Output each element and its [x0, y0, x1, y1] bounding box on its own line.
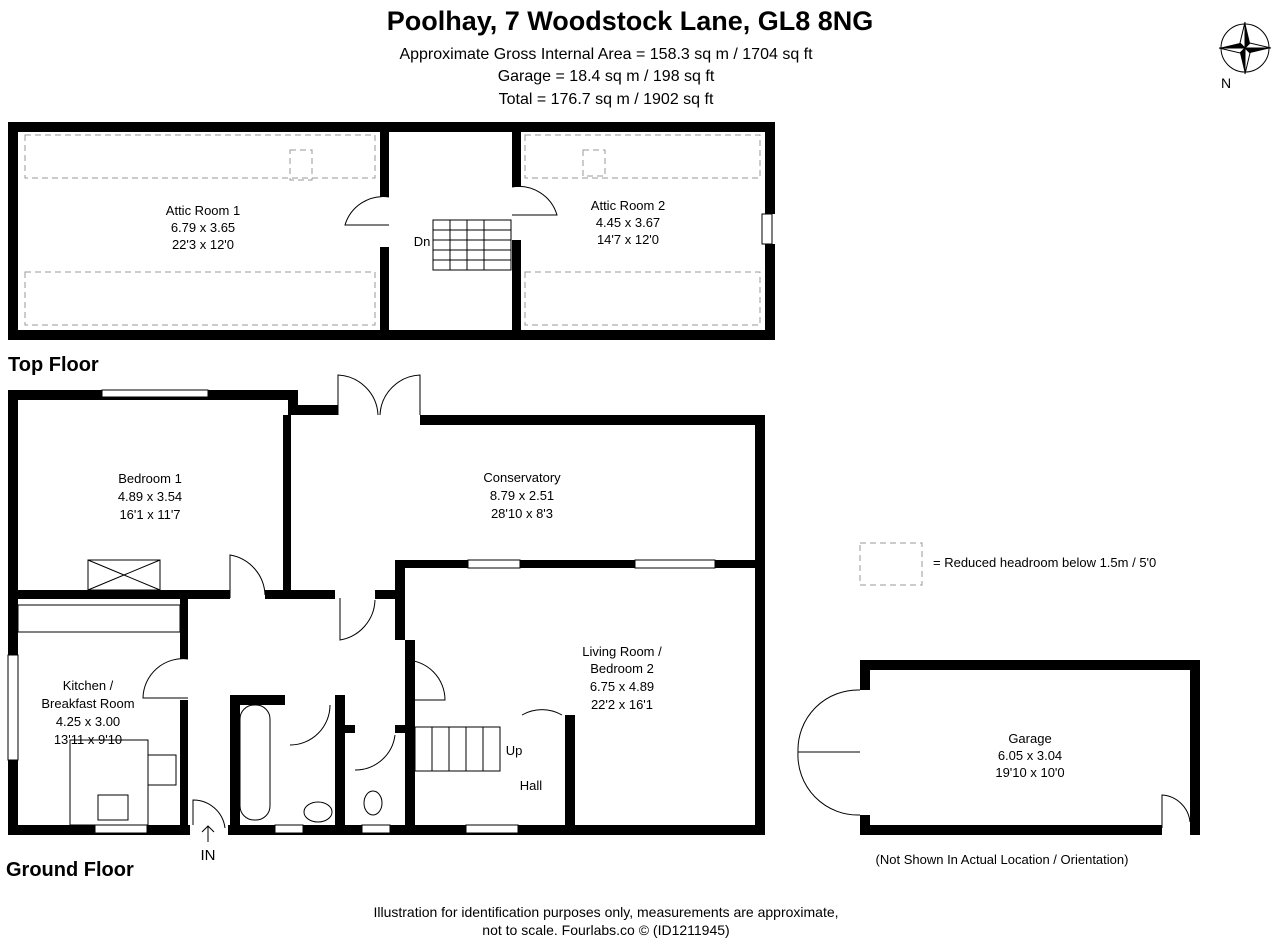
disclaimer-line-1: Illustration for identification purposes… — [373, 904, 838, 920]
attic-room-1-metric: 6.79 x 3.65 — [171, 220, 235, 235]
top-floor-walls — [8, 122, 775, 340]
compass-icon — [1218, 21, 1272, 75]
kitchen-imperial: 13'11 x 9'10 — [54, 732, 122, 747]
stairs-up-label: Up — [506, 743, 523, 758]
conservatory-name: Conservatory — [483, 470, 561, 485]
conservatory-imperial: 28'10 x 8'3 — [491, 506, 553, 521]
attic-room-2-imperial: 14'7 x 12'0 — [597, 232, 659, 247]
attic-room-1-name: Attic Room 1 — [166, 203, 240, 218]
stairs-down-label: Dn — [414, 234, 431, 249]
garage-note: (Not Shown In Actual Location / Orientat… — [876, 852, 1129, 867]
bedroom-1-imperial: 16'1 x 11'7 — [119, 507, 180, 522]
living-room-metric: 6.75 x 4.89 — [590, 679, 654, 694]
garage-metric: 6.05 x 3.04 — [998, 748, 1062, 763]
entrance-label: IN — [201, 847, 216, 864]
garage-imperial: 19'10 x 10'0 — [995, 765, 1064, 780]
hall-label: Hall — [520, 778, 543, 793]
garage-name: Garage — [1008, 731, 1051, 746]
ground-floor-stairs — [414, 726, 501, 772]
total-area: Total = 176.7 sq m / 1902 sq ft — [499, 91, 714, 108]
attic-room-2-name: Attic Room 2 — [591, 198, 665, 213]
bedroom-1-metric: 4.89 x 3.54 — [118, 489, 182, 504]
attic-room-2-metric: 4.45 x 3.67 — [596, 215, 660, 230]
kitchen-name-2: Breakfast Room — [41, 696, 134, 711]
ground-floor-walls — [7, 374, 765, 835]
top-floor-stairs — [432, 219, 512, 271]
gross-area: Approximate Gross Internal Area = 158.3 … — [399, 46, 813, 63]
legend-swatch — [859, 542, 923, 586]
disclaimer-line-2: not to scale. Fourlabs.co © (ID1211945) — [482, 922, 729, 938]
kitchen-name-1: Kitchen / — [63, 678, 114, 693]
living-room-imperial: 22'2 x 16'1 — [591, 697, 653, 712]
living-room-name-2: Bedroom 2 — [590, 661, 654, 676]
bedroom-1-name: Bedroom 1 — [118, 471, 182, 486]
plan-title: Poolhay, 7 Woodstock Lane, GL8 8NG — [387, 6, 874, 36]
ground-floor-label: Ground Floor — [6, 859, 134, 881]
conservatory-metric: 8.79 x 2.51 — [490, 488, 554, 503]
garage-area: Garage = 18.4 sq m / 198 sq ft — [498, 68, 715, 85]
legend-text: = Reduced headroom below 1.5m / 5'0 — [933, 555, 1156, 570]
compass-north-label: N — [1221, 75, 1231, 91]
entrance-arrow-icon — [201, 825, 215, 842]
kitchen-metric: 4.25 x 3.00 — [56, 714, 120, 729]
living-room-name-1: Living Room / — [582, 644, 662, 659]
attic-room-1-imperial: 22'3 x 12'0 — [172, 237, 234, 252]
reduced-headroom-areas — [24, 134, 761, 326]
garage-walls — [797, 660, 1200, 835]
top-floor-label: Top Floor — [8, 354, 99, 376]
